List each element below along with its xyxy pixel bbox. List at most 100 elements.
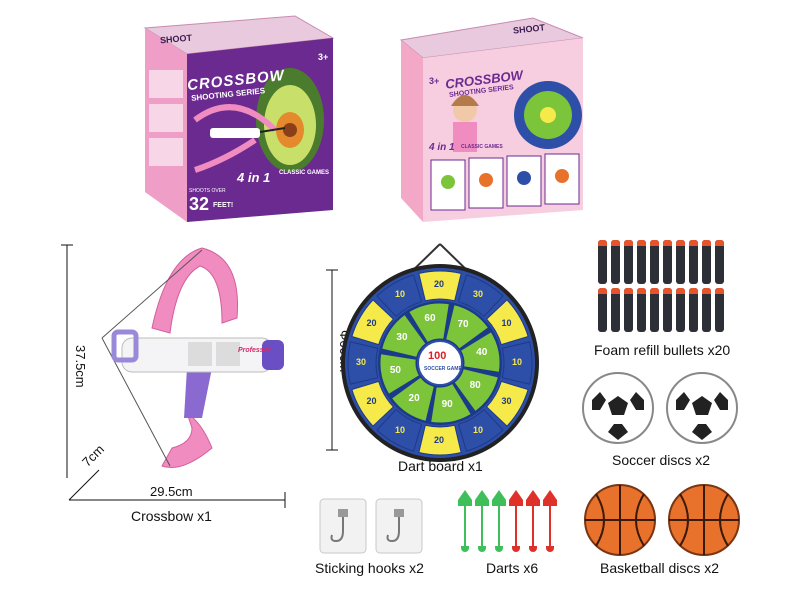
dartboard-outer-segment [351,299,395,346]
foam-bullet [676,288,685,332]
foam-bullet [663,240,672,284]
soccer-caption: Soccer discs x2 [612,452,711,468]
foam-bullet-tip [637,288,646,294]
dartboard-outer-score: 10 [501,318,512,328]
foam-bullet-tip [611,288,620,294]
sticking-hook [319,498,367,554]
dartboard-outer-segment [347,341,379,385]
hooks-caption: Sticking hooks x2 [315,560,424,576]
foam-bullet [702,288,711,332]
foam-bullet [676,240,685,284]
dartboard-outer-score: 20 [434,279,445,289]
dartboard-inner-segment [379,353,421,396]
foam-bullet-tip [676,240,685,246]
dart [543,490,557,554]
foam-bullet-tip [702,240,711,246]
foam-bullet [611,240,620,284]
foam-bullet-tip [689,240,698,246]
dartboard-dimension-line [326,269,338,451]
dartboard-outer-score: 20 [434,435,445,445]
dartboard-inner-score: 90 [441,399,453,411]
dartboard-inner-segment [445,304,490,350]
foam-bullet-tip [689,288,698,294]
foam-bullet [611,288,620,332]
dartboard-inner-score: 50 [389,364,401,376]
foam-bullet-tip [650,240,659,246]
dartboard-inner-segment [453,368,499,413]
dartboard-outer-segment [418,424,462,456]
crossbow-width-label: 29.5cm [150,484,193,499]
box-back-games-small: CLASSIC GAMES [461,144,503,150]
foam-bullet [650,288,659,332]
foam-bullet-tip [650,288,659,294]
dart [526,490,540,554]
dartboard-outer-segment [457,274,504,318]
dartboard-inner-segment [390,376,435,422]
dartboard-outer-segment [418,270,462,302]
foam-bullet [637,288,646,332]
dartboard-outer-segment [376,274,423,318]
box-front-age-badge: 3+ [318,52,329,62]
dartboard-outer-score: 30 [356,357,367,367]
foam-bullet-tip [611,240,620,246]
dartboard-image [341,243,539,462]
foam-bullet-tip [676,288,685,294]
foam-bullets-group [598,240,738,340]
bullets-caption: Foam refill bullets x20 [594,342,731,358]
product-box-back: CROSSBOW SHOOTING SERIES 3+ SHOOT 4 in 1… [393,10,593,225]
dartboard-center-score: 100 [428,350,447,362]
basketball-disc [668,484,740,556]
dartboard-outer-score: 30 [473,289,484,300]
basketball-disc [584,484,656,556]
dartboard-outer-segment [351,380,395,427]
foam-bullet [598,240,607,284]
foam-bullet-tip [624,288,633,294]
foam-bullet-tip [663,240,672,246]
dart [475,490,489,554]
foam-bullet [689,240,698,284]
foam-bullet-tip [598,240,607,246]
dartboard-caption: Dart board x1 [398,458,483,474]
foam-bullet [637,240,646,284]
dartboard-center-text: SOCCER GAME [424,366,462,372]
dartboard-outer-score: 10 [395,424,406,435]
soccer-discs-image [582,372,738,444]
sticking-hooks-image [319,498,423,554]
basketball-discs-image [584,484,740,556]
foam-bullet [715,288,724,332]
dartboard-outer-segment [485,380,529,427]
foam-bullet-tip [637,240,646,246]
box-front-games-small: CLASSIC GAMES [279,170,330,176]
dart [509,490,523,554]
dartboard-inner-score: 80 [469,380,481,392]
dartboard-outer-segment [376,408,423,452]
dartboard-outer-score: 10 [395,289,406,300]
box-back-age-badge: 3+ [429,76,440,86]
dartboard-inner-segment [430,382,473,424]
foam-bullet [689,288,698,332]
dartboard-inner-score: 70 [457,319,469,331]
soccer-disc [582,372,654,444]
box-front-games-big: 4 in 1 [237,170,271,185]
crossbow-caption: Crossbow x1 [131,508,212,524]
sticking-hook [375,498,423,554]
box-back-games-big: 4 in 1 [429,142,455,153]
foam-bullet [663,288,672,332]
crossbow-brand: Professor [238,347,271,354]
dart [458,490,472,554]
foam-bullet-tip [715,288,724,294]
foam-bullet [702,240,711,284]
foam-bullet [715,240,724,284]
foam-bullet-tip [715,240,724,246]
crossbow-height-label: 37.5cm [73,345,88,388]
dartboard-inner-score: 60 [424,312,436,324]
dartboard-outer-score: 20 [366,396,377,406]
foam-bullet-tip [624,240,633,246]
dartboard-outer-segment [457,408,504,452]
box-front-range-small: SHOOTS OVER [189,188,226,194]
darts-caption: Darts x6 [486,560,539,576]
foam-bullet-tip [702,288,711,294]
foam-bullet [624,240,633,284]
dartboard-inner-score: 30 [396,331,408,343]
foam-bullet [650,240,659,284]
